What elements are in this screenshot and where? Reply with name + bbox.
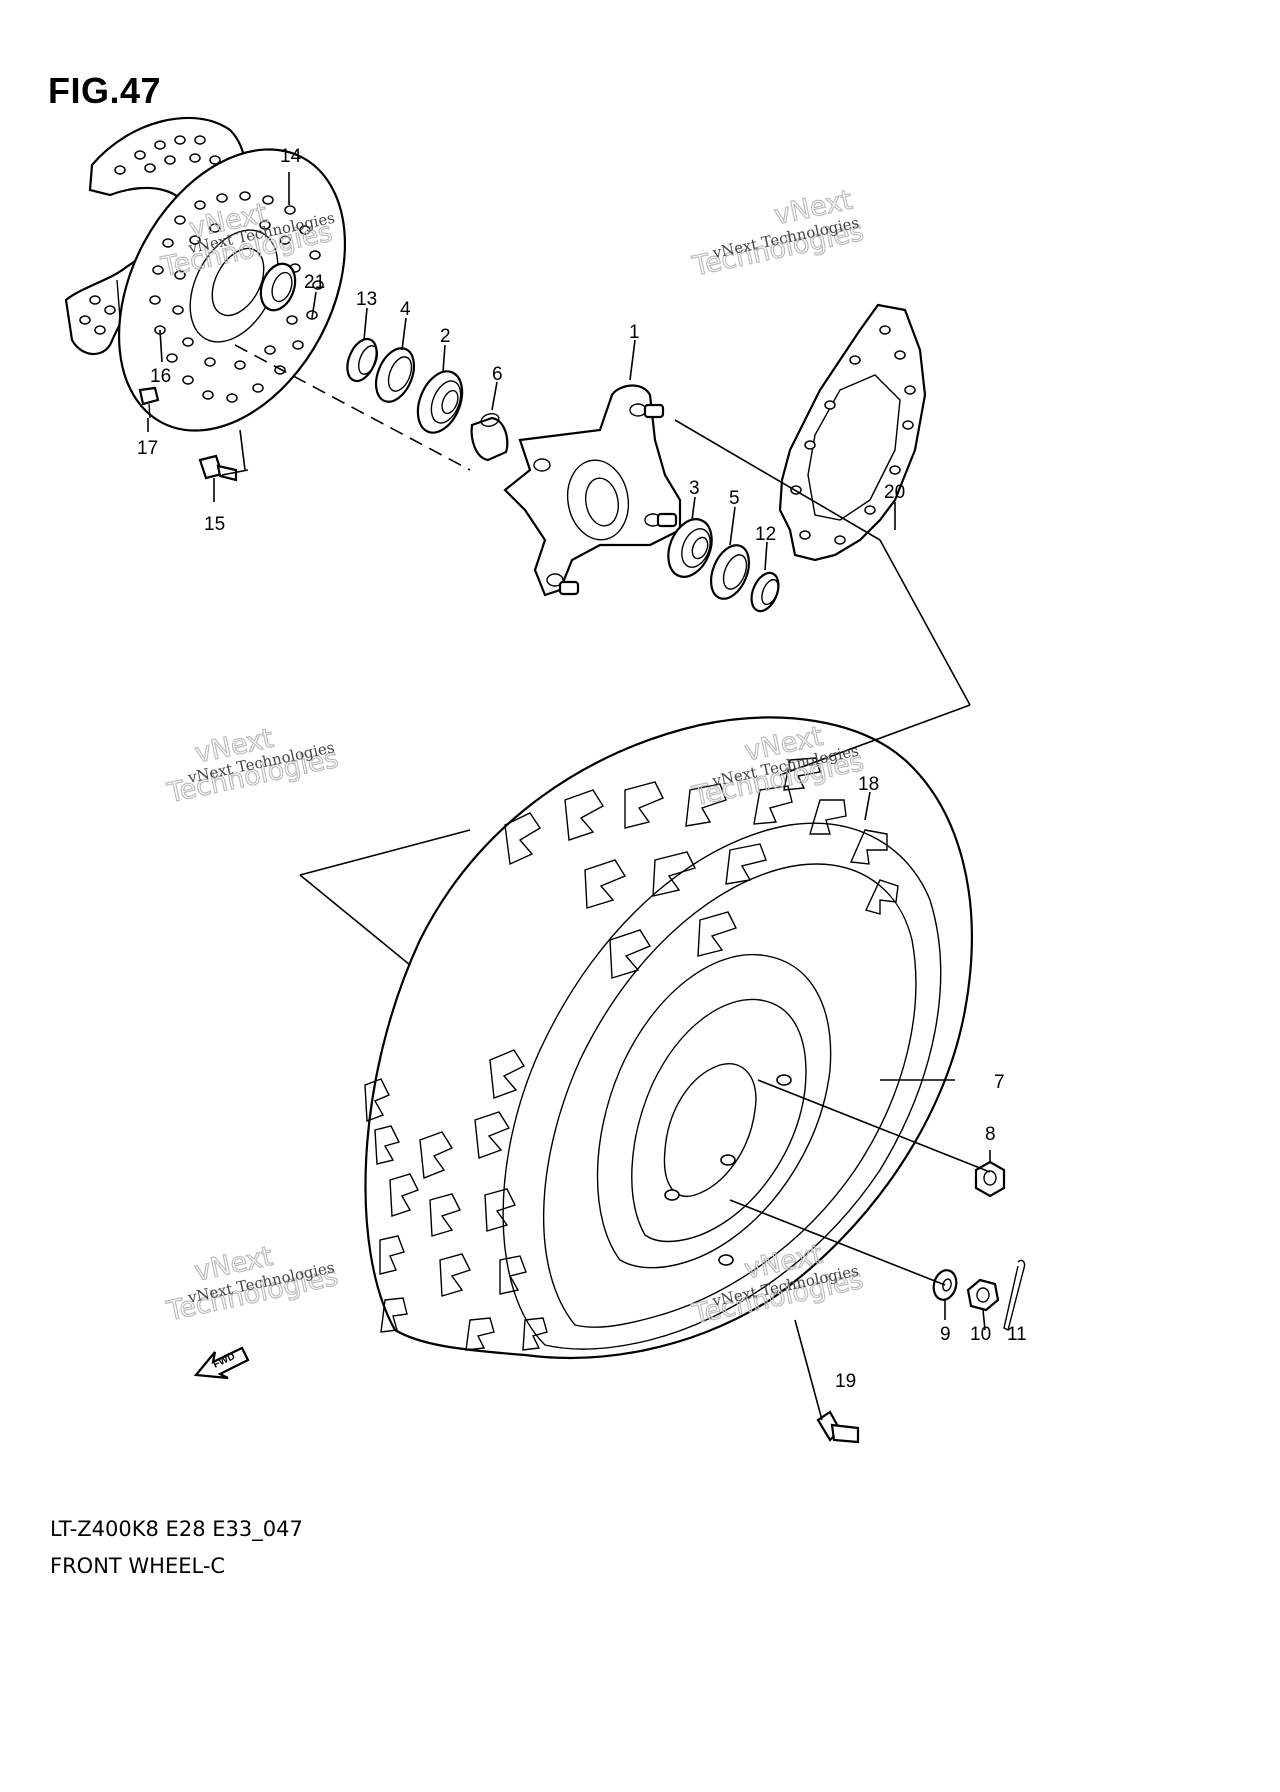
cover-plate-part-20 [778,303,927,562]
callout-2: 2 [440,326,451,347]
fwd-arrow-icon: FWD [193,1346,250,1380]
callout-21: 21 [304,272,325,293]
wheel-hub-part-1 [503,384,682,597]
callout-14: 14 [280,146,302,167]
callout-10: 10 [970,1324,991,1345]
callout-6: 6 [492,364,503,385]
callout-18: 18 [858,774,879,795]
callout-13: 13 [356,289,377,310]
callout-20: 20 [884,482,905,503]
callout-17: 17 [137,438,158,459]
wheel-rim-part-7 [596,953,832,1269]
callout-4: 4 [400,299,411,320]
bolt-part-15 [198,454,238,482]
callout-16: 16 [150,366,171,387]
callout-11: 11 [1007,1324,1027,1345]
assembly-lines [221,344,991,1421]
bearing-part-2 [416,370,464,434]
model-code: LT-Z400K8 E28 E33_047 [50,1517,303,1541]
bearing-part-3 [667,518,713,578]
seal-part-4 [374,347,416,403]
spacer-part-12 [750,571,780,613]
callout-3: 3 [689,478,700,499]
spacer-part-6 [470,413,509,462]
callout-15: 15 [204,514,225,535]
seal-part-13 [346,337,379,383]
callout-19: 19 [835,1371,856,1392]
callout-1: 1 [629,322,640,343]
watermark-mid-left: vNext Technologies vNext Technologies [163,722,341,810]
cotter-pin-part-11 [1003,1259,1026,1332]
seal-part-5 [709,544,751,600]
valve-part-19 [816,1410,860,1444]
watermark-top-right: vNext Technologies vNext Technologies [689,184,867,283]
callout-7: 7 [994,1072,1005,1093]
watermark-bottom-left: vNext Technologies vNext Technologies [163,1240,341,1328]
callout-leaders [147,172,991,1331]
bolt-part-17 [138,386,160,419]
section-name: FRONT WHEEL-C [50,1554,226,1578]
tire-part-18 [364,716,973,1360]
nut-part-8 [974,1160,1006,1198]
brake-disc-part-14 [117,148,347,432]
callout-5: 5 [729,488,740,509]
callout-9: 9 [940,1324,951,1345]
callout-12: 12 [755,524,776,545]
castle-nut-part-10 [966,1278,1000,1312]
figure-title: FIG.47 [48,70,162,111]
callout-8: 8 [985,1124,996,1145]
spacer-part-21 [259,262,297,312]
